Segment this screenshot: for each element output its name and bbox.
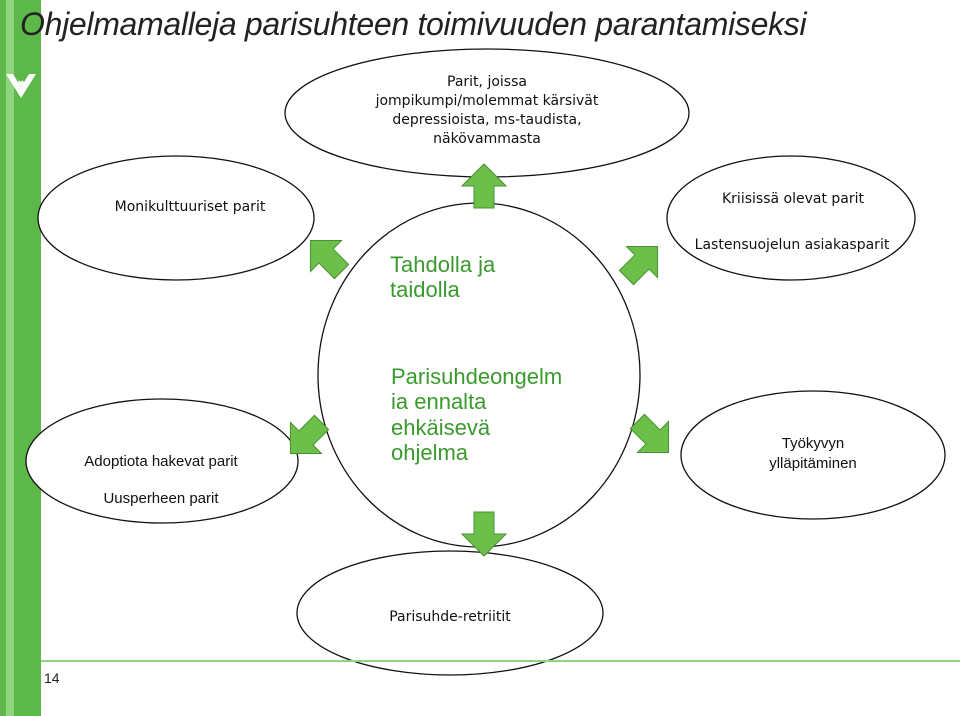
node-left-bottom-ellipse (25, 398, 299, 524)
node-right-bottom-line: Työkyvyn (781, 435, 845, 452)
node-top-line: jompikumpi/molemmat kärsivät (375, 92, 599, 109)
node-right-top-label-2: Lastensuojelun asiakasparit (694, 237, 890, 253)
node-left-top-ellipse (37, 155, 315, 281)
center-line: taidolla (390, 277, 460, 303)
center-line: Parisuhdeongelm (391, 364, 563, 389)
node-left-bottom-label-1: Adoptiota hakevat parit (84, 453, 238, 470)
node-bottom-ellipse (296, 550, 604, 676)
footer-divider (41, 660, 960, 662)
node-top-line: Parit, joissa (447, 74, 527, 90)
node-top-line: näkövammasta (433, 130, 541, 147)
node-right-bottom-ellipse (680, 390, 946, 520)
node-right-bottom-line: ylläpitäminen (769, 455, 857, 473)
arrow-upright-icon (610, 230, 674, 294)
node-right-bottom-label: Työkyvyn ylläpitäminen (700, 434, 926, 475)
page-number: 14 (44, 670, 60, 686)
center-line: ehkäisevä (391, 414, 491, 440)
logo-icon (6, 74, 36, 98)
node-bottom-label: Parisuhde-retriitit (389, 609, 511, 625)
center-line: ia ennalta (391, 389, 487, 415)
center-line: Tahdolla ja (390, 252, 496, 277)
node-top-label: Parit, joissa jompikumpi/molemmat kärsiv… (330, 73, 644, 149)
node-right-top-ellipse (666, 155, 916, 281)
center-line: ohjelma (391, 439, 469, 465)
center-description: Parisuhdeongelm ia ennalta ehkäisevä ohj… (391, 364, 562, 465)
center-title: Tahdolla ja taidolla (390, 252, 495, 303)
node-left-top-label: Monikulttuuriset parit (114, 199, 266, 215)
node-right-top-label-1: Kriisissä olevat parit (722, 191, 864, 207)
node-left-bottom-label-2: Uusperheen parit (103, 490, 219, 507)
page-title: Ohjelmamalleja parisuhteen toimivuuden p… (20, 6, 807, 42)
side-accent-stripe (6, 0, 14, 716)
node-top-line: depressioista, ms-taudista, (392, 111, 582, 128)
